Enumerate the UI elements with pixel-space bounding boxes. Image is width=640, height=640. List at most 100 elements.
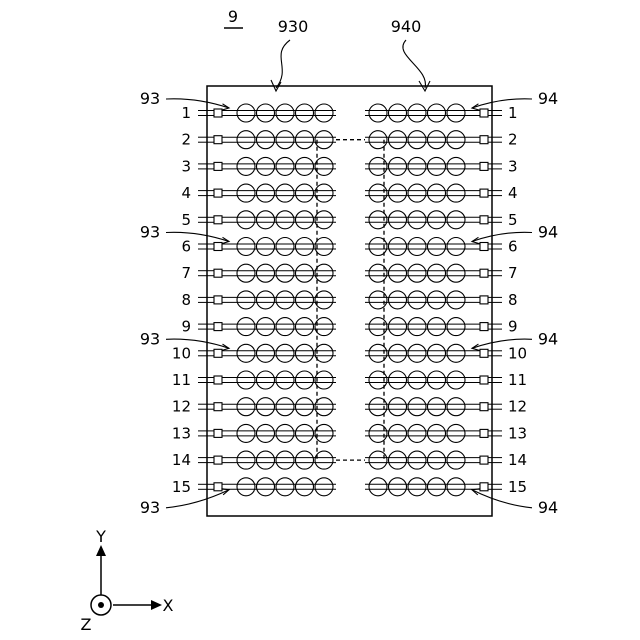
coil-left (315, 451, 333, 469)
coil-right (408, 478, 426, 496)
row-label-left: 4 (181, 184, 191, 202)
row-14: 1414 (172, 451, 527, 469)
coil-right (428, 398, 446, 416)
row-label-right: 9 (508, 318, 518, 336)
coil-left (296, 157, 314, 175)
coil-left (276, 398, 294, 416)
terminal-pad-left (214, 456, 222, 464)
coil-right (428, 344, 446, 362)
row-8: 88 (181, 291, 517, 309)
coil-left (276, 131, 294, 149)
terminal-pad-right (480, 296, 488, 304)
terminal-pad-right (480, 189, 488, 197)
coil-right (389, 211, 407, 229)
row-label-right: 2 (508, 131, 518, 149)
coil-left (276, 264, 294, 282)
coil-left (237, 157, 255, 175)
coil-left (237, 238, 255, 256)
coil-left (257, 371, 275, 389)
callout-label-right: 94 (538, 329, 558, 348)
row-label-right: 15 (508, 478, 527, 496)
coil-left (257, 398, 275, 416)
coil-right (428, 291, 446, 309)
coil-right (428, 184, 446, 202)
coil-left (257, 211, 275, 229)
coil-right (408, 291, 426, 309)
terminal-pad-right (480, 109, 488, 117)
callout-leader-left (166, 232, 229, 241)
coil-right (389, 131, 407, 149)
x-axis-label: X (163, 596, 174, 615)
coil-left (296, 238, 314, 256)
coil-right (428, 104, 446, 122)
coil-right (408, 157, 426, 175)
row-label-left: 13 (172, 424, 191, 442)
terminal-pad-left (214, 296, 222, 304)
coil-right (389, 318, 407, 336)
row-label-left: 12 (172, 398, 191, 416)
coil-left (296, 104, 314, 122)
coil-left (257, 318, 275, 336)
coil-right (428, 478, 446, 496)
coil-left (257, 131, 275, 149)
coil-left (237, 371, 255, 389)
coil-left (315, 131, 333, 149)
rows-layer: 1122334455667788991010111112121313141415… (172, 104, 527, 496)
row-label-left: 11 (172, 371, 191, 389)
coil-right (447, 371, 465, 389)
coil-left (237, 291, 255, 309)
coil-left (315, 238, 333, 256)
row-12: 1212 (172, 398, 527, 416)
row-7: 77 (181, 264, 517, 282)
terminal-pad-left (214, 136, 222, 144)
terminal-pad-right (480, 323, 488, 331)
coil-left (276, 371, 294, 389)
group-leader-right (403, 40, 426, 88)
row-label-right: 10 (508, 344, 527, 362)
callout-label-right: 94 (538, 89, 558, 108)
coil-right (369, 451, 387, 469)
coil-right (389, 478, 407, 496)
coil-right (447, 131, 465, 149)
coil-right (369, 104, 387, 122)
coil-right (447, 344, 465, 362)
terminal-pad-right (480, 483, 488, 491)
row-9: 99 (181, 318, 517, 336)
coil-right (389, 344, 407, 362)
coil-right (408, 424, 426, 442)
coil-right (389, 104, 407, 122)
coil-right (447, 398, 465, 416)
coil-right (447, 238, 465, 256)
terminal-pad-left (214, 323, 222, 331)
coil-left (296, 131, 314, 149)
terminal-pad-right (480, 403, 488, 411)
coil-left (237, 104, 255, 122)
x-axis-arrowhead (151, 600, 162, 610)
coil-left (296, 344, 314, 362)
coil-left (276, 318, 294, 336)
coil-right (408, 211, 426, 229)
coil-left (237, 424, 255, 442)
figure-number: 9 (228, 7, 238, 26)
coil-left (296, 184, 314, 202)
terminal-pad-left (214, 429, 222, 437)
coil-right (408, 451, 426, 469)
coil-left (315, 264, 333, 282)
row-label-left: 15 (172, 478, 191, 496)
terminal-pad-right (480, 269, 488, 277)
coil-left (257, 478, 275, 496)
terminal-pad-left (214, 403, 222, 411)
coil-left (276, 238, 294, 256)
coil-left (257, 184, 275, 202)
row-label-right: 7 (508, 264, 518, 282)
row-6: 66 (181, 238, 517, 256)
coil-left (315, 398, 333, 416)
callout-label-left: 93 (140, 498, 160, 517)
coil-right (408, 238, 426, 256)
coil-left (257, 424, 275, 442)
coil-left (276, 184, 294, 202)
row-5: 55 (181, 211, 517, 229)
coil-left (237, 264, 255, 282)
row-label-right: 5 (508, 211, 518, 229)
